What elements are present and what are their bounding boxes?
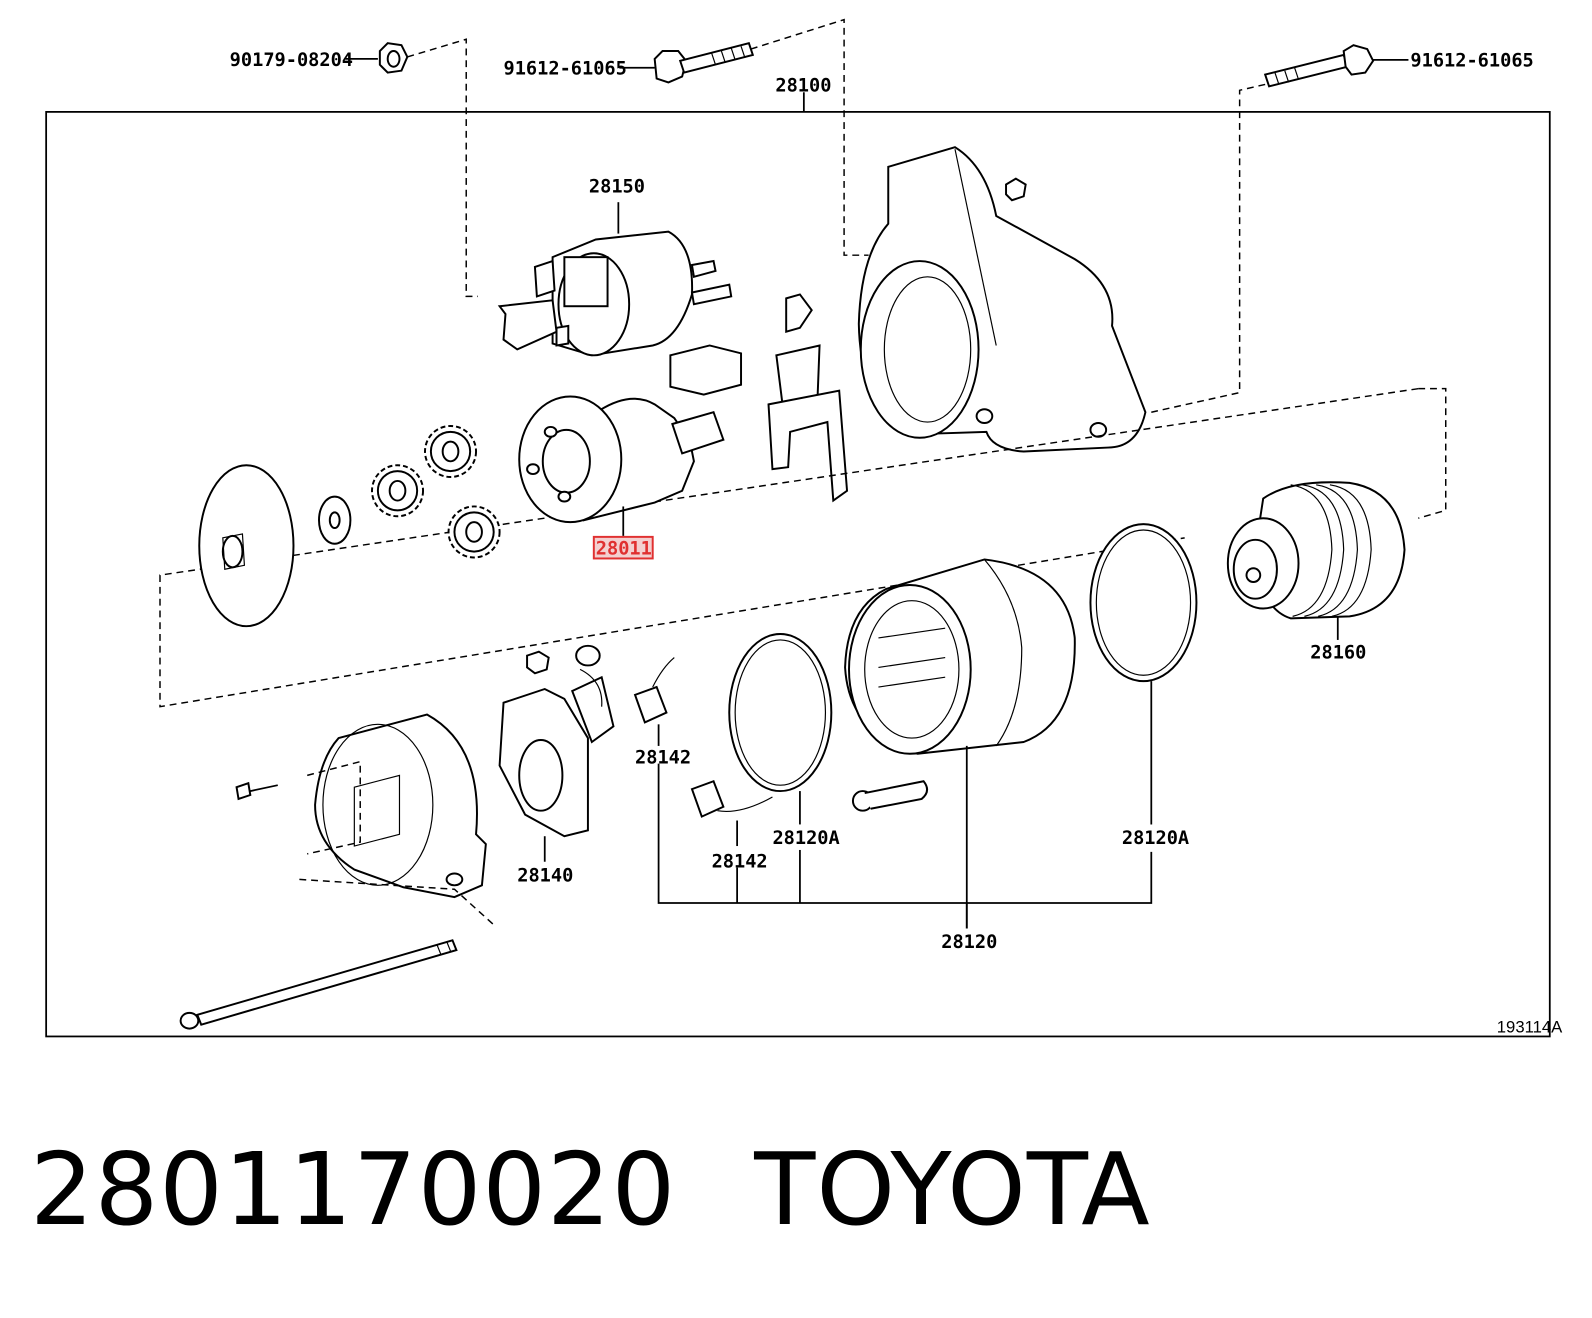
gear-plate — [198, 464, 295, 628]
bolt-icon — [619, 18, 869, 256]
label-drive-housing-part: 28011 — [596, 539, 652, 560]
label-oring-left: 28120A — [772, 828, 839, 849]
highlight-box — [592, 535, 654, 560]
planetary-carrier — [518, 395, 725, 536]
label-solenoid: 28150 — [589, 176, 645, 197]
screw — [235, 781, 278, 801]
label-bolt-top-right: 91612-61065 — [1410, 51, 1533, 72]
brush — [633, 657, 675, 746]
brand-name: TOYOTA — [754, 1131, 1151, 1248]
label-brush-holder: 28140 — [517, 865, 573, 886]
part-number: 2801170020 — [30, 1131, 677, 1248]
overrunning-clutch — [1226, 481, 1406, 640]
label-starter-assembly: 28100 — [775, 75, 831, 96]
label-brush-lower: 28142 — [712, 852, 768, 873]
planet-gear — [447, 505, 501, 559]
brush-holder — [498, 644, 615, 862]
end-cover — [299, 713, 497, 928]
washer — [318, 495, 352, 545]
label-yoke: 28120 — [941, 932, 997, 953]
label-brush-upper: 28142 — [635, 748, 691, 769]
o-ring — [1089, 523, 1198, 825]
brush — [690, 780, 773, 847]
solenoid-switch — [497, 202, 733, 357]
contact-plate — [669, 344, 743, 396]
field-frame — [844, 558, 1076, 929]
label-oring-right: 28120A — [1122, 828, 1189, 849]
label-nut-top: 90179-08204 — [230, 50, 353, 71]
parts-diagram: 90179-08204 91612-61065 91612-61065 2810… — [45, 18, 1563, 1038]
o-ring — [728, 633, 833, 825]
bolt-icon — [1151, 44, 1409, 413]
assembly-frame — [45, 111, 1551, 1038]
label-bolt-top-center: 91612-61065 — [504, 59, 627, 80]
terminal-lead — [851, 780, 929, 812]
through-bolt — [179, 939, 458, 1030]
planet-gear — [424, 424, 478, 478]
planet-gear — [371, 464, 425, 518]
label-clutch: 28160 — [1310, 643, 1366, 664]
diagram-reference-code: 193114A — [1497, 1018, 1563, 1037]
nut-icon — [345, 38, 479, 298]
drive-lever — [767, 293, 849, 503]
drive-housing — [857, 146, 1147, 453]
